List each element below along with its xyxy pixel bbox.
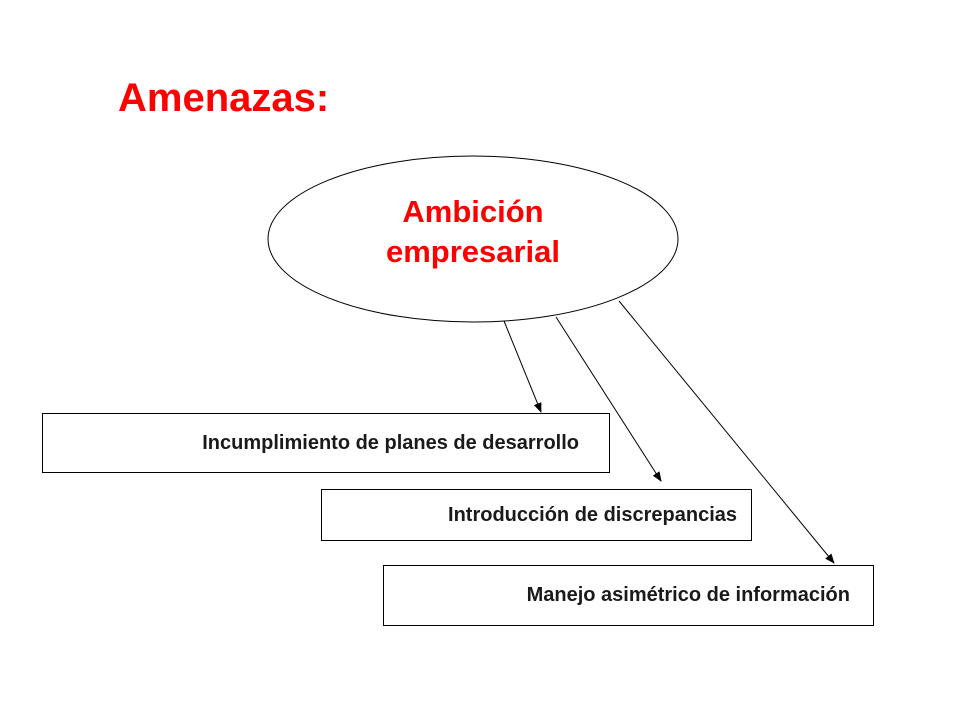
central-node-line-2: empresarial <box>385 234 561 269</box>
arrow-to-introduccion <box>555 316 662 482</box>
threat-box-introduccion: Introducción de discrepancias <box>321 489 752 541</box>
threat-box-manejo: Manejo asimétrico de información <box>383 565 874 626</box>
threat-label: Manejo asimétrico de información <box>526 584 850 606</box>
arrow-to-incumplimiento <box>503 320 542 413</box>
threat-label: Incumplimiento de planes de desarrollo <box>202 431 579 454</box>
arrow-to-manejo <box>618 300 835 564</box>
central-node-label: Ambición empresarial <box>268 192 678 272</box>
slide-title: Amenazas: <box>118 76 330 120</box>
threat-label: Introducción de discrepancias <box>448 503 737 526</box>
threat-box-incumplimiento: Incumplimiento de planes de desarrollo <box>42 413 610 473</box>
central-ellipse <box>267 155 679 323</box>
central-node-line-1: Ambición <box>402 194 544 229</box>
